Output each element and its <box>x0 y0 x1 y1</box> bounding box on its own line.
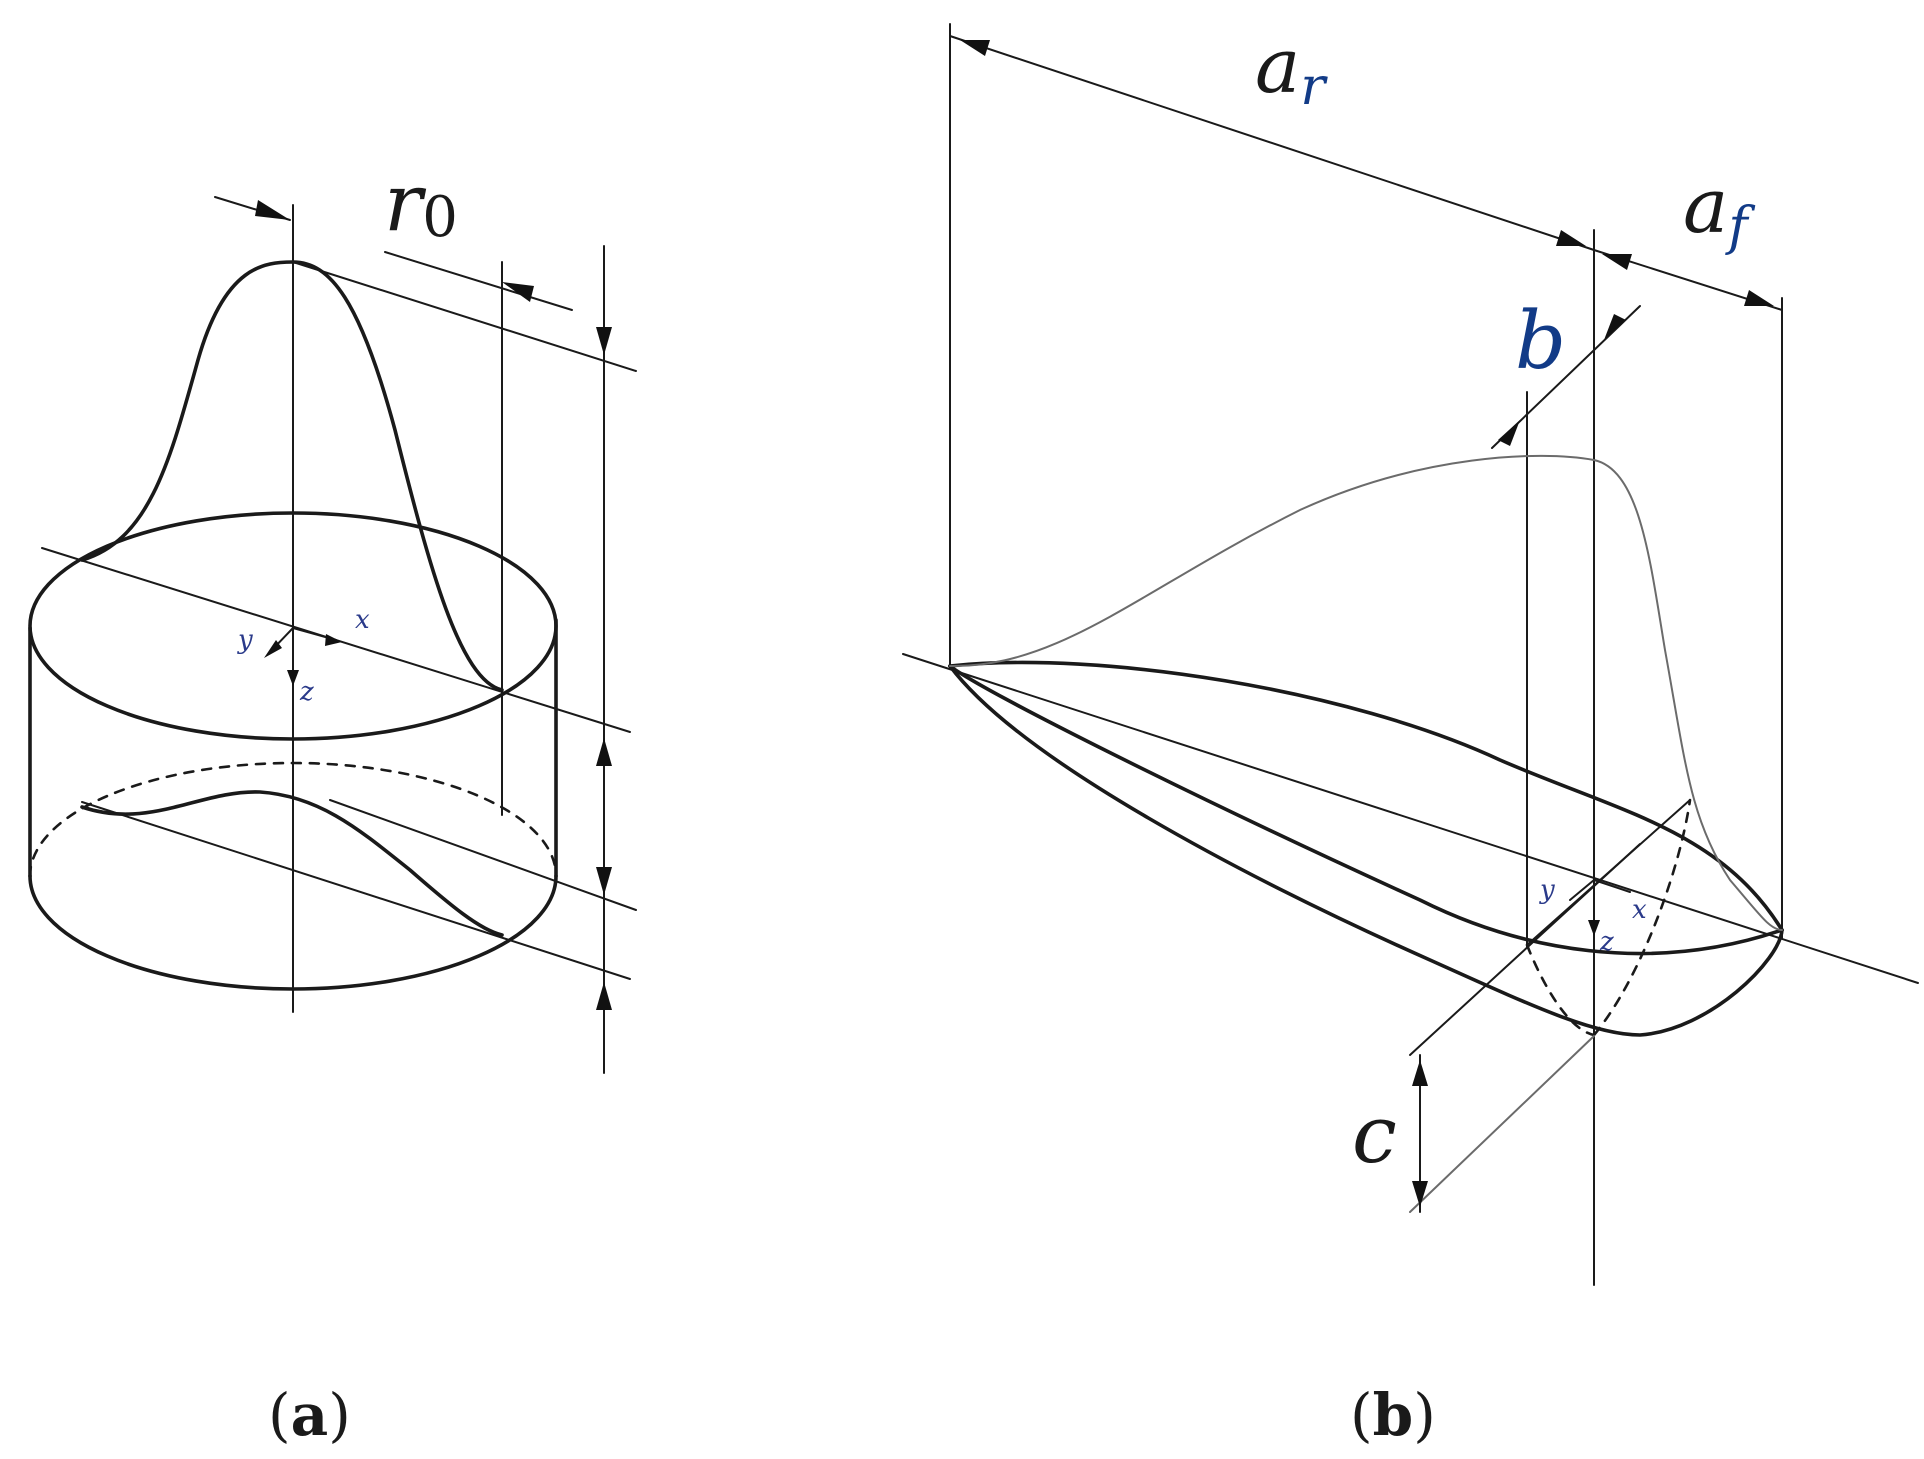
dim-arrow-2-up <box>596 738 612 766</box>
b-axis-x-label: x <box>1632 895 1647 925</box>
b-heat-profile-curve <box>949 454 1783 931</box>
ar-arrowhead-left <box>960 40 990 56</box>
af-label: af <box>1683 161 1755 257</box>
af-arrowhead-left <box>1602 254 1632 270</box>
b-cross-diagonal-mid <box>1526 799 1691 946</box>
b-diagonal-x-axis <box>902 653 1919 984</box>
b-triad-z-head <box>1588 920 1600 936</box>
b-label: b <box>1515 294 1566 387</box>
triad-x-head <box>325 634 342 646</box>
r0-arrowhead-right <box>502 282 534 302</box>
b-triad-y-arrow <box>1569 879 1595 901</box>
axis-y-label: y <box>237 625 253 655</box>
ellipsoid-lower-edge <box>948 664 1784 1037</box>
ar-label: ar <box>1255 21 1328 117</box>
triad-y-head <box>264 640 282 658</box>
ellipsoid-dashed-section-right <box>1592 798 1692 1037</box>
gaussian-peak-curve <box>80 260 504 692</box>
ar-dimension-line <box>949 35 1595 251</box>
r0-arrowhead-left <box>255 200 290 220</box>
af-arrowhead-right <box>1744 290 1774 306</box>
axis-x-label: x <box>355 605 370 635</box>
b-axis-y-label: y <box>1539 875 1555 905</box>
dim-arrow-1-down <box>596 327 612 355</box>
ellipsoid-inner-contour <box>948 664 1784 956</box>
c-arrowhead-bottom <box>1412 1181 1428 1207</box>
gaussian-bottom-curve <box>80 790 504 937</box>
r0-label: r0 <box>384 156 458 250</box>
dim-arrow-3-down <box>596 867 612 895</box>
caption-a: (a) <box>268 1381 351 1449</box>
ar-arrowhead-right <box>1556 230 1586 246</box>
ext-line-bottom-curve <box>329 799 637 911</box>
b-triad-x-arrow <box>1593 879 1631 893</box>
panel-b: ar af b c y x z (b) <box>902 21 1919 1449</box>
dim-arrow-4-up <box>596 982 612 1010</box>
ext-line-peak <box>292 261 637 372</box>
b-axis-z-label: z <box>1599 927 1614 957</box>
triad-z-head <box>287 670 299 686</box>
r0-dimension-line-right <box>384 251 573 311</box>
panel-a: r0 x y z (a) <box>28 156 637 1449</box>
b-arrowhead-upper <box>1604 314 1626 340</box>
b-arrowhead-lower <box>1498 420 1520 446</box>
bottom-diagonal-x-line <box>81 801 631 980</box>
ellipsoid-dashed-section-left <box>1525 943 1596 1037</box>
c-label: c <box>1352 1088 1397 1181</box>
b-cross-diagonal-lower <box>1409 1035 1595 1213</box>
ellipsoid-upper-edge <box>948 660 1784 932</box>
c-arrowhead-top <box>1412 1060 1428 1086</box>
axis-z-label: z <box>299 677 314 707</box>
caption-b: (b) <box>1350 1381 1436 1449</box>
